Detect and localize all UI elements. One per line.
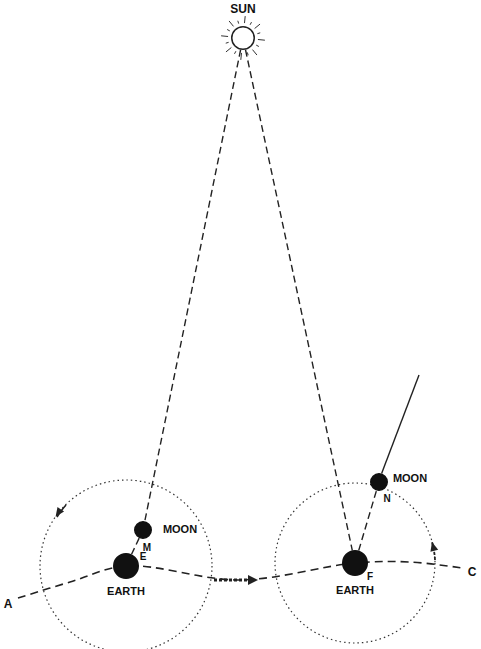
sun-ray (240, 53, 242, 60)
sun-ray (252, 50, 256, 55)
node-outline (113, 553, 139, 579)
sight-line (132, 538, 140, 554)
earth-orbit (18, 561, 462, 598)
sun-ray (256, 45, 259, 46)
point-letter: N (383, 494, 390, 504)
orbit-arrow-shaft (214, 579, 250, 582)
body-label: MOON (163, 524, 197, 535)
earth-circle (343, 551, 368, 576)
orbit-arrowhead (428, 541, 438, 552)
sun-circle (232, 27, 255, 50)
sun-circle: SUN (231, 26, 255, 50)
sight-line (359, 491, 377, 551)
earth-circle: FEARTH (342, 550, 368, 576)
sun-ray (250, 22, 251, 25)
sun-ray (227, 29, 230, 30)
sight-line-extension (382, 375, 419, 473)
moon-circle: MOONN (370, 473, 388, 491)
earth-orbit-arrow (214, 575, 258, 585)
sun-ray (237, 21, 239, 24)
point-letter: F (367, 572, 373, 582)
body-label: MOON (393, 473, 427, 484)
node-outline (231, 26, 255, 50)
orbit-arrowhead (248, 575, 258, 585)
moon-circle: MOONM (134, 521, 152, 539)
node-outline (342, 550, 368, 576)
moon-orbit (275, 483, 435, 643)
sun-ray (226, 42, 229, 44)
moon-circle (135, 522, 152, 539)
sun-ray (221, 35, 228, 37)
sun-rays (221, 16, 265, 60)
sun-ray (229, 21, 233, 26)
moon-orbit (40, 480, 212, 649)
body-label: SUN (230, 3, 255, 15)
point-letter: EARTH (107, 586, 145, 597)
sight-line (145, 50, 241, 521)
sun-ray (226, 47, 231, 51)
node-outline (134, 521, 152, 539)
sun-ray (255, 24, 260, 28)
sun-ray (257, 32, 260, 34)
earth-circle (114, 554, 139, 579)
orbit-end-letter: A (4, 598, 13, 610)
sight-line (246, 50, 353, 551)
orbit-arrowhead (52, 507, 64, 519)
sun-ray (244, 16, 246, 23)
orbit-end-letter: C (468, 566, 477, 578)
point-letter: E (140, 552, 147, 562)
point-letter: EARTH (336, 585, 374, 596)
sun-ray (234, 51, 235, 54)
earth-circle: EEARTH (113, 553, 139, 579)
moon-orbit-left (40, 480, 212, 649)
sun-ray (258, 39, 265, 41)
moon-circle (371, 474, 388, 491)
node-outline (370, 473, 388, 491)
